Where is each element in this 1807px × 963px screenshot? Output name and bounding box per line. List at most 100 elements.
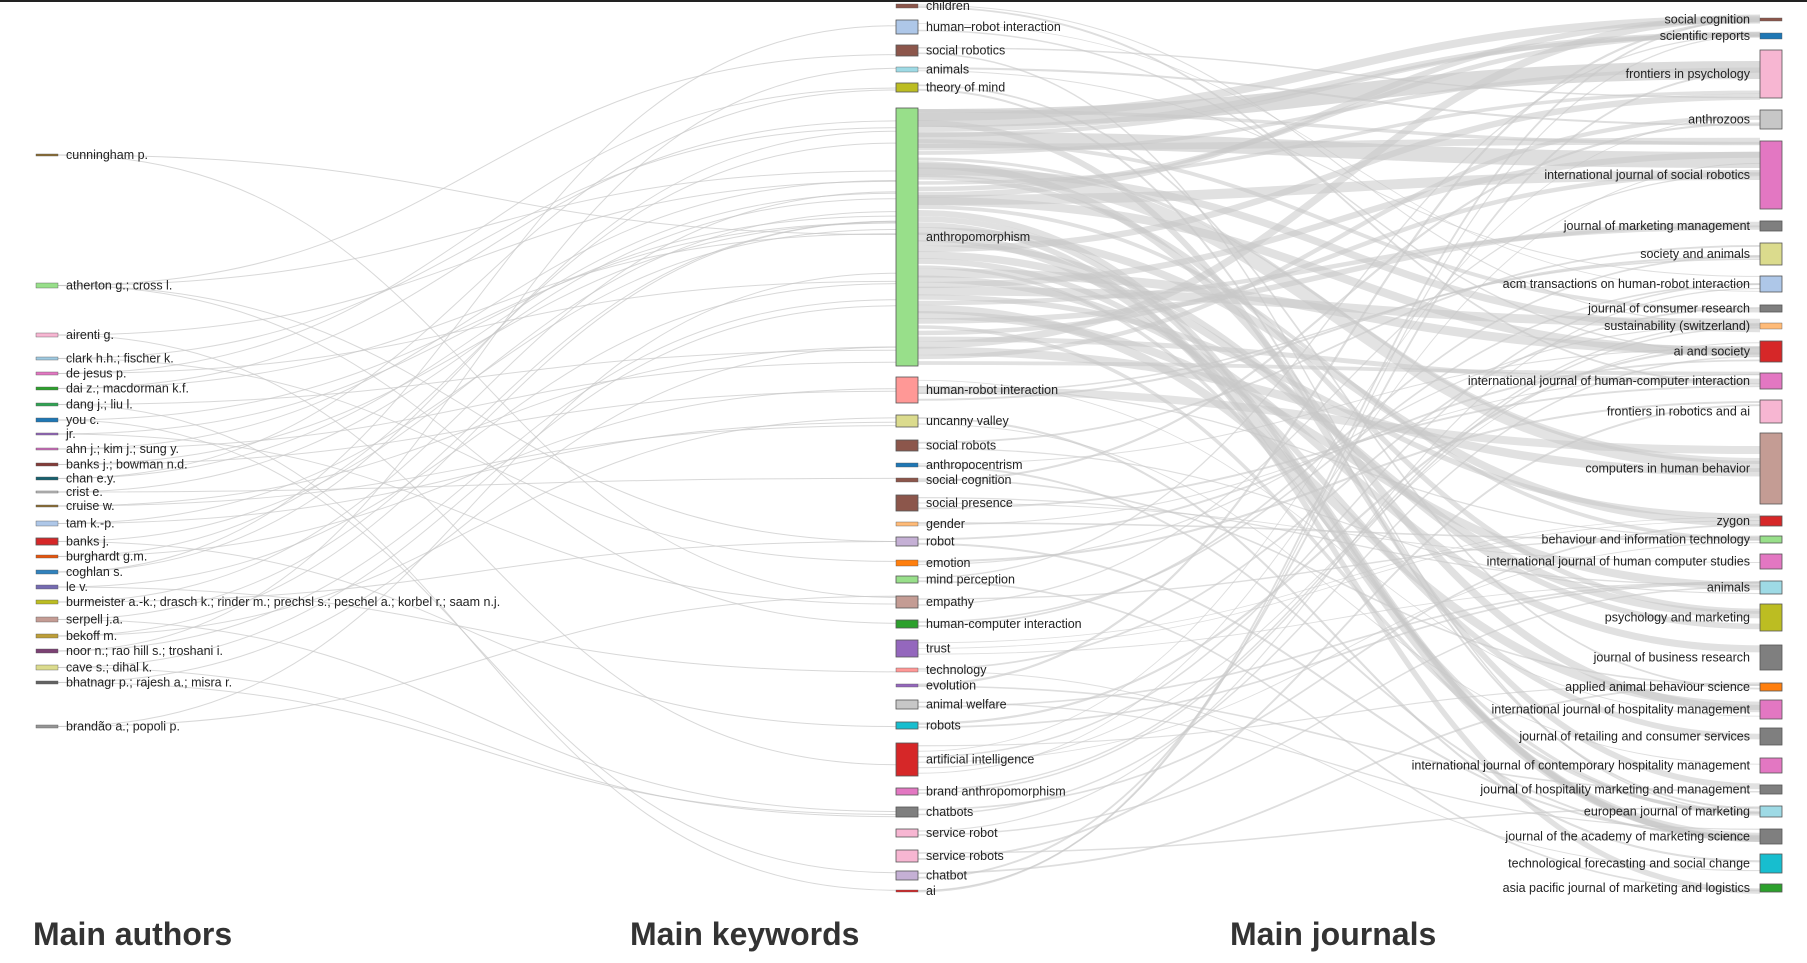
author-node: brandão a.; popoli p.	[35, 720, 180, 734]
author-label: bhatnagr p.; rajesh a.; misra r.	[66, 676, 232, 690]
journal-label: behaviour and information technology	[1542, 533, 1751, 547]
author-node: burghardt g.m.	[35, 550, 147, 564]
journal-label: journal of the academy of marketing scie…	[1504, 830, 1750, 844]
keyword-bar	[895, 521, 919, 527]
keyword-bar	[895, 536, 919, 547]
flow-link	[917, 19, 1761, 686]
nodes: cunningham p.atherton g.; cross l.airent…	[35, 0, 1783, 898]
flow-link	[57, 142, 897, 557]
author-node: you c.	[35, 413, 99, 427]
journal-bar	[1759, 515, 1783, 527]
keyword-bar	[895, 619, 919, 629]
flow-link	[57, 540, 897, 603]
keyword-bar	[895, 462, 919, 468]
keyword-label: human-robot interaction	[926, 383, 1058, 397]
flow-link	[917, 701, 1761, 830]
flow-link	[917, 342, 1761, 769]
journal-label: acm transactions on human-robot interact…	[1503, 277, 1750, 291]
journal-node: psychology and marketing	[1605, 603, 1783, 632]
author-bar	[35, 432, 59, 436]
journal-bar	[1759, 32, 1783, 40]
keyword-node: social robots	[895, 439, 996, 453]
flow-link	[917, 139, 1761, 313]
author-label: jr.	[65, 427, 76, 441]
journal-node: journal of marketing management	[1563, 219, 1783, 233]
flow-link	[917, 283, 1761, 623]
journal-bar	[1759, 275, 1783, 293]
keyword-label: uncanny valley	[926, 414, 1009, 428]
journal-node: animals	[1707, 581, 1783, 595]
keyword-label: artificial intelligence	[926, 753, 1034, 767]
flow-link	[57, 586, 897, 673]
journal-node: international journal of contemporary ho…	[1412, 757, 1783, 774]
flow-link	[57, 349, 897, 405]
keyword-node: children	[895, 0, 970, 13]
flow-link	[57, 404, 897, 891]
flow-link	[917, 258, 1761, 394]
flow-link	[917, 685, 1761, 793]
flow-link	[917, 255, 1761, 627]
flow-link	[57, 667, 897, 818]
flow-link	[57, 220, 897, 637]
flow-link	[917, 287, 1761, 832]
journal-bar	[1759, 853, 1783, 874]
journal-node: international journal of human-computer …	[1468, 372, 1783, 390]
journal-bar	[1759, 432, 1783, 505]
journal-node: technological forecasting and social cha…	[1508, 853, 1783, 874]
author-bar	[35, 554, 59, 559]
flow-link	[917, 4, 1761, 326]
journal-bar	[1759, 699, 1783, 720]
journal-bar	[1759, 828, 1783, 845]
flow-link	[917, 221, 1761, 324]
author-node: atherton g.; cross l.	[35, 279, 172, 293]
author-label: chan e.y.	[66, 472, 116, 486]
journal-bar	[1759, 603, 1783, 632]
flow-link	[57, 541, 897, 728]
flow-link	[57, 361, 897, 450]
author-bar	[35, 402, 59, 407]
journal-bar	[1759, 140, 1783, 210]
flow-link	[57, 346, 897, 683]
flow-link	[917, 478, 1761, 687]
flow-link	[57, 87, 897, 374]
flow-link	[917, 355, 1761, 816]
author-node: bekoff m.	[35, 629, 117, 643]
author-label: coghlan s.	[66, 565, 123, 579]
journal-label: animals	[1707, 581, 1750, 595]
journal-node: journal of business research	[1593, 644, 1783, 671]
journal-node: sustainability (switzerland)	[1604, 319, 1783, 333]
keyword-node: robot	[895, 535, 955, 549]
flow-link	[57, 272, 897, 727]
flow-link	[57, 299, 897, 652]
journal-label: sustainability (switzerland)	[1604, 319, 1750, 333]
flow-link	[917, 386, 1761, 454]
journal-bar	[1759, 757, 1783, 774]
keyword-bar	[895, 19, 919, 35]
flow-link	[917, 294, 1761, 520]
flow-link	[57, 211, 897, 542]
journal-node: international journal of human computer …	[1487, 553, 1783, 570]
keyword-bar	[895, 559, 919, 567]
author-label: airenti g.	[66, 328, 114, 342]
flow-link	[917, 61, 1761, 127]
author-label: brandão a.; popoli p.	[66, 720, 180, 734]
keyword-node: gender	[895, 517, 965, 531]
flow-link	[917, 502, 1761, 563]
author-node: bhatnagr p.; rajesh a.; misra r.	[35, 676, 232, 690]
author-node: dang j.; liu l.	[35, 398, 133, 412]
journal-bar	[1759, 553, 1783, 570]
keyword-bar	[895, 849, 919, 863]
flow-link	[57, 89, 897, 479]
author-label: cave s.; dihal k.	[66, 661, 152, 675]
keyword-label: emotion	[926, 556, 971, 570]
author-bar	[35, 664, 59, 671]
keyword-label: social cognition	[926, 473, 1012, 487]
author-label: burghardt g.m.	[66, 550, 147, 564]
flow-link	[917, 423, 1761, 765]
flow-link	[917, 580, 1761, 892]
author-node: noor n.; rao hill s.; troshani i.	[35, 644, 223, 658]
flow-link	[917, 122, 1761, 483]
author-bar	[35, 332, 59, 338]
journal-bar	[1759, 17, 1783, 22]
keyword-bar	[895, 376, 919, 404]
